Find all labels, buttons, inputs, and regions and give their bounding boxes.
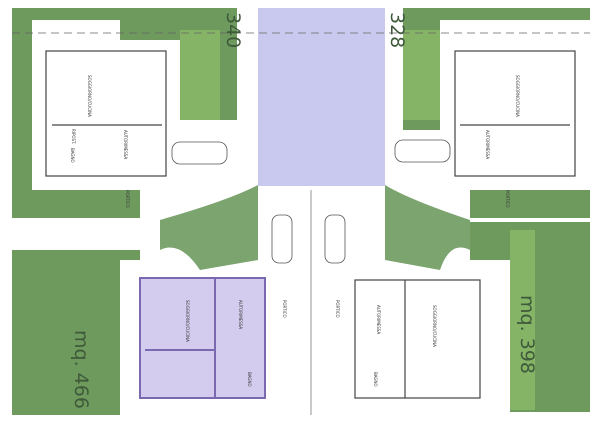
room-bath-br: BAGNO — [373, 372, 378, 387]
room-living-br: SOGGIORNO/CUCINA — [432, 305, 437, 347]
access-road — [258, 8, 385, 186]
room-porch-tl: PORTICO — [125, 190, 130, 208]
room-bath-bl: BAGNO — [247, 372, 252, 387]
room-porch-br: PORTICO — [335, 300, 340, 318]
car-icons — [171, 139, 451, 264]
room-garage-br: AUTORIMESSA — [376, 305, 381, 335]
room-porch-bl: PORTICO — [282, 300, 287, 318]
room-bath-tl: BAGNO — [70, 148, 75, 163]
lawn-curve-left — [160, 185, 258, 270]
room-living-tr: SOGGIORNO/CUCINA — [515, 75, 520, 117]
lot-label-bottom-left: mq. 466 — [70, 330, 92, 409]
lot-label-bottom-right: mq. 398 — [516, 295, 538, 374]
room-storage-tl: RIPOST. — [71, 129, 76, 145]
highlighted-house — [139, 277, 266, 399]
houses — [45, 50, 576, 399]
lawn-curve-right — [385, 185, 470, 270]
room-garage-tl: AUTORIMESSA — [123, 130, 128, 160]
room-garage-bl: AUTORIMESSA — [238, 300, 243, 330]
room-porch-tr: PORTICO — [505, 190, 510, 208]
lawn-light-strips — [180, 30, 535, 410]
room-living-tl: SOGGIORNO/CUCINA — [87, 75, 92, 117]
lot-label-top-left: 340 — [222, 12, 244, 49]
room-garage-tr: AUTORIMESSA — [485, 130, 490, 160]
room-living-bl: SOGGIORNO/CUCINA — [185, 300, 190, 342]
lot-label-top-right: 328 — [386, 12, 408, 49]
